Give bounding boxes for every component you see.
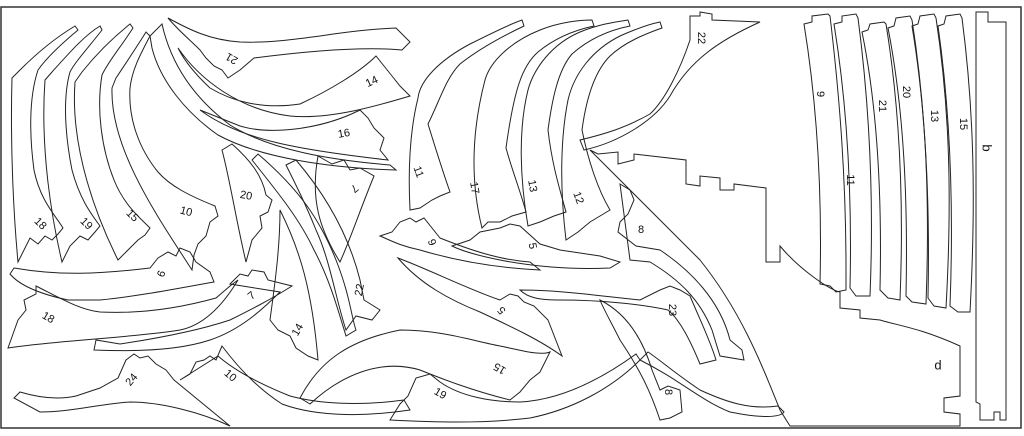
part-label: 13	[928, 110, 940, 122]
strip-outline-15	[937, 13, 974, 313]
part-outline-18a	[10, 25, 79, 264]
part-outline-12	[561, 21, 663, 241]
part-label: d	[934, 357, 941, 372]
part-label: 8	[638, 224, 644, 236]
part-outline-17	[473, 19, 595, 229]
part-outline-7b	[93, 269, 294, 352]
part-outline-13a	[520, 19, 631, 227]
part-outline-24	[13, 353, 231, 427]
part-outline-b	[975, 11, 1007, 421]
part-label: 22	[695, 32, 707, 44]
part-outline-15b	[299, 329, 552, 405]
part-label: 6	[155, 269, 168, 279]
part-label: 15	[492, 360, 509, 377]
part-outline-8a	[617, 183, 745, 361]
part-outline-15a	[73, 23, 151, 261]
part-outline-20a	[221, 143, 273, 263]
part-label: 14	[290, 322, 307, 339]
part-outline-5b	[396, 256, 564, 358]
part-outline-d-body	[589, 149, 961, 427]
part-label: 21	[224, 50, 241, 67]
part-label: 16	[337, 127, 351, 141]
part-label: 11	[844, 174, 856, 185]
part-outline-5a	[450, 223, 622, 270]
part-outline-6a	[9, 247, 215, 301]
part-label: 20	[900, 86, 912, 98]
part-outline-23	[518, 285, 717, 365]
part-label: 15	[957, 118, 969, 130]
part-label: 10	[179, 205, 194, 220]
part-outline-21a	[167, 17, 411, 79]
part-label: 8	[662, 389, 674, 395]
part-label: 22	[353, 283, 367, 297]
part-outline-11a	[408, 19, 525, 211]
part-label: 13	[525, 179, 539, 193]
part-outline-21-arm	[149, 23, 398, 171]
strip-outline-20	[887, 15, 928, 305]
part-outline-14b	[269, 209, 319, 361]
part-label: 12	[570, 190, 585, 206]
part-label: 5	[526, 242, 539, 250]
part-outline-22a-rib	[251, 153, 357, 337]
strip-outline-11	[833, 13, 872, 297]
part-outline-6b	[378, 217, 542, 271]
part-label: 11	[410, 165, 425, 180]
part-label: 23	[666, 304, 678, 316]
part-outline-19a	[43, 25, 103, 264]
strip-outline-21	[861, 21, 902, 301]
part-label: 19	[432, 386, 449, 403]
strip-outline-9	[803, 13, 847, 293]
part-label: 14	[364, 74, 380, 90]
part-label: b	[980, 144, 995, 151]
part-outline-8b	[599, 298, 683, 421]
part-outline-22b	[579, 11, 761, 151]
part-outline-lower-strip	[639, 351, 785, 417]
strip-outline-13	[911, 13, 950, 309]
part-label: 21	[876, 100, 888, 112]
part-label: 18	[40, 310, 57, 327]
part-outline-10a	[111, 31, 219, 272]
part-label: 20	[239, 189, 253, 203]
part-outline-7a	[314, 155, 375, 264]
part-outline-19b	[389, 353, 641, 423]
part-outline-22a	[285, 159, 381, 332]
part-label: 17	[467, 181, 481, 195]
part-outline-14a	[177, 47, 411, 118]
sheet-border	[0, 6, 1022, 429]
part-label: 9	[814, 91, 826, 97]
part-outline-18b	[7, 279, 239, 349]
part-label: 6	[426, 237, 439, 247]
part-outline-16	[199, 109, 390, 161]
